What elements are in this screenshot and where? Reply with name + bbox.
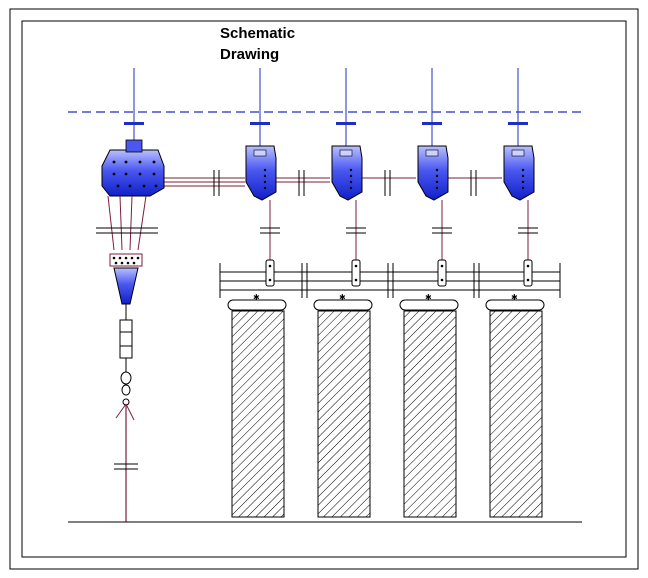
arbor-cone	[109, 253, 143, 305]
curtain-headers	[227, 299, 545, 311]
title-line-1: Schematic	[220, 25, 295, 42]
rope-tails	[115, 403, 135, 421]
turnbuckle	[119, 319, 133, 359]
cable-break-marks	[213, 170, 477, 196]
svg-text:✱: ✱	[253, 293, 260, 302]
drop-cable-breaks	[260, 227, 538, 234]
batten-pulley-4	[503, 145, 535, 201]
batten-pulley-2	[331, 145, 363, 201]
svg-text:✱: ✱	[425, 293, 432, 302]
beam-clamps	[124, 122, 528, 125]
main-drop-cables	[107, 195, 147, 251]
swivel-hook	[120, 371, 132, 406]
main-pulley-block	[101, 139, 165, 197]
purchase-line-break	[114, 463, 138, 470]
svg-text:✱: ✱	[339, 293, 346, 302]
main-drop-breaks	[96, 227, 158, 234]
svg-text:✱: ✱	[511, 293, 518, 302]
title-line-2: Drawing	[220, 46, 279, 63]
header-markers: ✱ ✱ ✱ ✱	[253, 293, 518, 302]
batten-pulley-3	[417, 145, 449, 201]
batten-pipes	[219, 263, 561, 298]
outer-frame	[9, 8, 639, 570]
curtain-3	[403, 310, 457, 518]
batten-clamp-dots	[268, 264, 530, 282]
suspension-lines	[133, 68, 519, 150]
curtain-2	[317, 310, 371, 518]
inner-frame	[21, 20, 627, 558]
drop-cables	[269, 200, 529, 262]
curtain-4	[489, 310, 543, 518]
curtain-1	[231, 310, 285, 518]
horizontal-cables	[160, 177, 502, 187]
batten-pulley-1	[245, 145, 277, 201]
batten-clamps	[265, 259, 533, 287]
